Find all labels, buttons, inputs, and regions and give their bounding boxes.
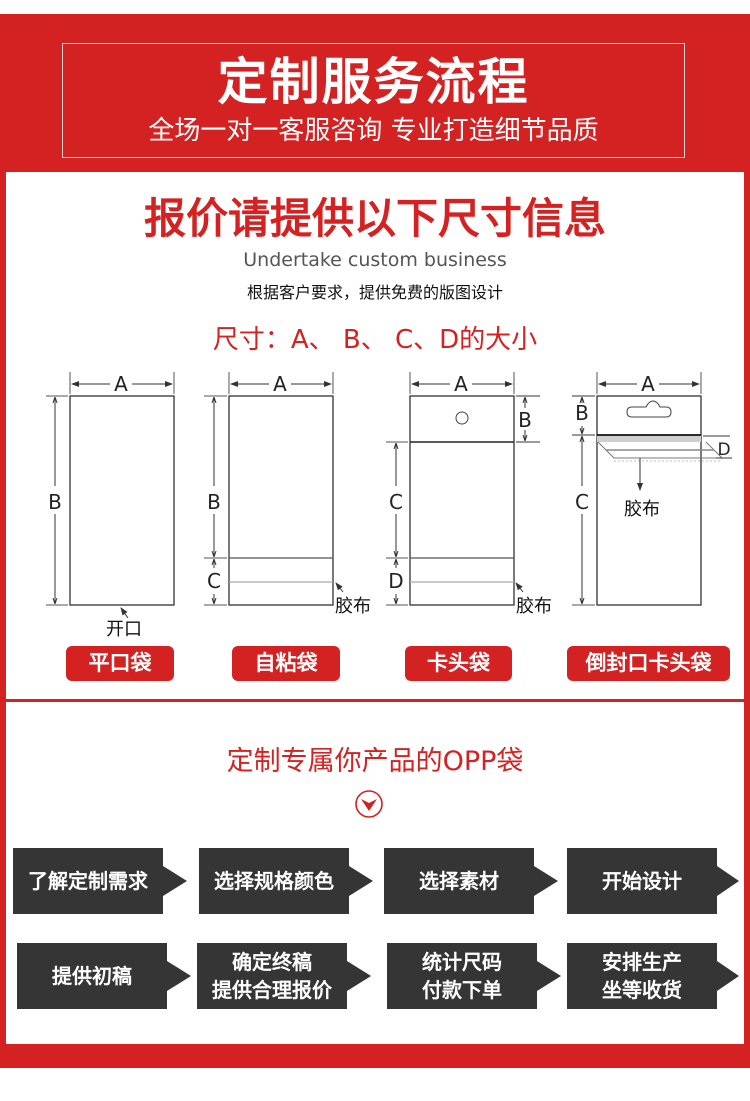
flat-bag-diagram [46,372,175,619]
dim-b-label: B [573,403,591,423]
dim-c-label: C [573,492,591,512]
arrow-right-icon [163,866,187,896]
dim-a-label: A [451,374,471,394]
process-step-2: 选择规格颜色 [199,848,349,914]
bag-diagrams [46,372,732,619]
arrow-right-icon [717,866,739,896]
header-bag-diagram [386,372,540,606]
dim-d-label: D [717,440,731,460]
process-step-5: 提供初稿 [17,943,167,1009]
process-step-8: 安排生产坐等收货 [567,943,717,1009]
bag-type-flat: 平口袋 [66,646,174,681]
chevron-down-circle-icon [355,790,383,818]
page-subtitle: 全场一对一客服咨询 专业打造细节品质 [148,116,599,146]
bag-type-inverted-seal-header: 倒封口卡头袋 [567,646,730,681]
arrow-right-icon [347,961,371,991]
process-step-6: 确定终稿提供合理报价 [197,943,347,1009]
quote-subtitle-en: Undertake custom business [243,249,507,271]
quote-description: 根据客户要求，提供免费的版图设计 [246,283,503,302]
dim-a-label: A [270,374,290,394]
process-step-7: 统计尺码付款下单 [387,943,537,1009]
process-step-3: 选择素材 [384,848,534,914]
arrow-right-icon [534,866,558,896]
dim-b-label: B [205,492,223,512]
self-adhesive-bag-diagram [204,372,344,606]
arrow-right-icon [167,961,191,991]
section-divider [6,699,744,702]
process-title: 定制专属你产品的OPP袋 [226,746,524,777]
inverted-seal-header-bag-diagram [572,372,732,606]
size-title: 尺寸：A、 B、 C、D的大小 [212,325,538,355]
arrow-right-icon [349,866,373,896]
process-step-4: 开始设计 [567,848,717,914]
dim-d-label: D [387,569,405,593]
header-banner: 定制服务流程 全场一对一客服咨询 专业打造细节品质 [0,14,750,172]
dim-b-label: B [516,410,534,430]
quote-title: 报价请提供以下尺寸信息 [143,194,606,243]
frame-border-left [0,172,6,1068]
frame-border-bottom [0,1044,750,1068]
dim-a-label: A [111,374,131,394]
arrow-right-icon [717,961,739,991]
dim-b-label: B [46,492,64,512]
page-title: 定制服务流程 [217,53,530,111]
dim-c-label: C [205,571,223,591]
tape-annotation: 胶布 [624,499,660,520]
dim-c-label: C [387,492,405,512]
arrow-right-icon [537,961,561,991]
header-frame: 定制服务流程 全场一对一客服咨询 专业打造细节品质 [62,43,685,158]
frame-border-right [744,172,750,1068]
tape-annotation: 胶布 [335,596,371,617]
dim-a-label: A [638,374,658,394]
bag-type-header: 卡头袋 [405,646,512,681]
tape-annotation: 胶布 [516,596,552,617]
bag-type-self-adhesive: 自粘袋 [232,646,340,681]
process-step-1: 了解定制需求 [13,848,163,914]
opening-annotation: 开口 [106,619,142,640]
